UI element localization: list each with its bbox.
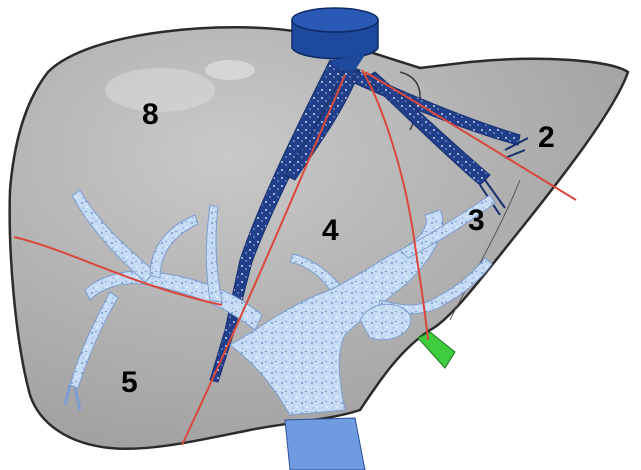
segment-label-4: 4 [322, 214, 339, 247]
ivc-lower [285, 418, 365, 470]
surface-highlight [205, 60, 255, 80]
segment-label-2: 2 [538, 121, 555, 154]
bile-duct [418, 332, 455, 368]
segment-label-3: 3 [468, 204, 485, 237]
segment-label-8: 8 [142, 98, 159, 131]
surface-highlight [105, 68, 215, 112]
segment-label-5: 5 [121, 366, 138, 399]
